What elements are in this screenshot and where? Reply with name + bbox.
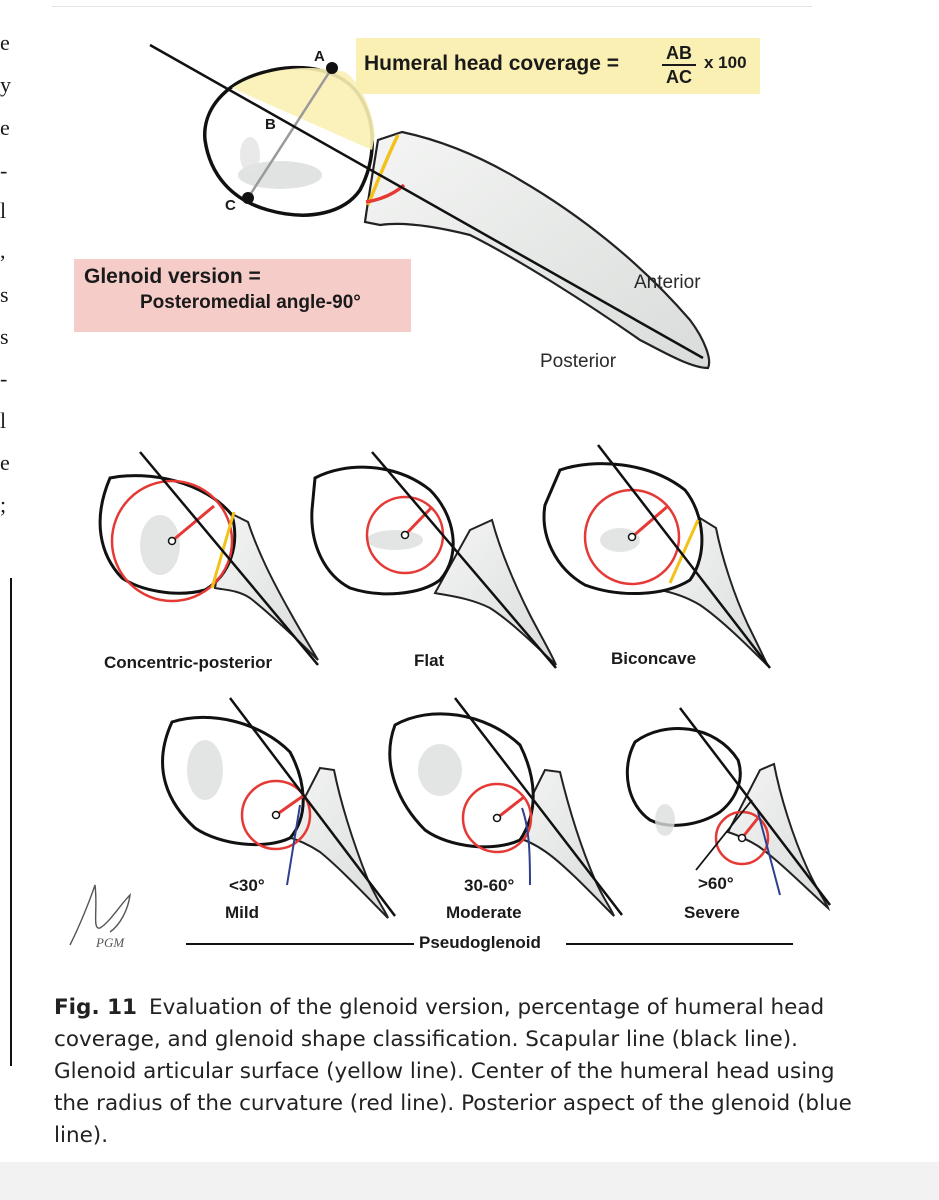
shape-flat [310, 451, 557, 669]
scapular-line [371, 451, 557, 669]
humeral-head [310, 465, 455, 596]
center-point [627, 532, 637, 542]
margin-fragment: - [0, 158, 8, 183]
center-point [271, 810, 281, 820]
label-mild: Mild [225, 903, 259, 922]
main-scapular-line [149, 43, 704, 360]
top-rule [52, 6, 812, 7]
center-point [400, 530, 410, 540]
margin-fragment: - [0, 366, 8, 391]
coverage-multiplier: x 100 [704, 53, 747, 72]
severity-moderate [388, 697, 623, 917]
bone-texture [187, 740, 223, 800]
point-c-marker [242, 192, 254, 204]
center-point [737, 833, 747, 843]
ac-line [246, 67, 334, 199]
anterior-label: Anterior [634, 272, 701, 293]
curvature-circle [461, 782, 533, 854]
posterior-aspect-line [521, 807, 531, 886]
radius-line [275, 794, 304, 817]
label-moderate-angle: 30-60° [464, 876, 515, 895]
label-moderate: Moderate [446, 903, 522, 922]
margin-fragment: s [0, 282, 9, 307]
version-line-2: Posteromedial angle-90° [140, 292, 361, 313]
shape-biconcave [542, 444, 771, 669]
caption-text: Evaluation of the glenoid version, perce… [54, 995, 852, 1148]
coverage-region [232, 67, 375, 150]
radius-line [171, 504, 215, 543]
scapula [433, 518, 557, 666]
fraction-denominator: AC [666, 67, 692, 87]
glenoid-version-box: Glenoid version = Posteromedial angle-90… [74, 259, 411, 332]
bottom-band [0, 1162, 939, 1200]
posterior-label: Posterior [540, 351, 617, 372]
bone-texture [140, 515, 180, 575]
posterior-aspect-line [757, 811, 781, 896]
margin-fragment: y [0, 72, 11, 97]
point-a-marker [326, 62, 338, 74]
margin-fragment: e [0, 115, 10, 140]
radius-line [496, 795, 525, 820]
posterior-aspect-line [286, 804, 301, 886]
label-concentric-posterior: Concentric-posterior [104, 653, 273, 672]
margin-fragment: l [0, 198, 7, 223]
curvature-circle [240, 779, 312, 851]
bone-texture [655, 804, 675, 836]
scapula [213, 510, 319, 661]
articular-surface [668, 519, 700, 584]
label-severe: Severe [684, 903, 740, 922]
fraction-bar [662, 64, 696, 66]
coverage-label: Humeral head coverage = [364, 52, 620, 75]
margin-fragment: , [0, 238, 6, 263]
humeral-head [388, 712, 535, 849]
margin-fragment: s [0, 324, 9, 349]
bone-texture [418, 744, 462, 796]
label-severe-angle: >60° [698, 874, 734, 893]
point-a-label: A [314, 48, 325, 65]
shape-concentric [98, 451, 319, 666]
curvature-circle [110, 479, 234, 603]
main-articular-surface [366, 134, 400, 206]
label-mild-angle: <30° [229, 876, 265, 895]
bone-texture [240, 137, 260, 173]
margin-fragment: e [0, 30, 10, 55]
main-diagram [149, 43, 711, 370]
center-point [492, 813, 502, 823]
fraction-numerator: AB [666, 43, 692, 63]
figure-number: Fig. 11 [54, 995, 138, 1020]
main-scapula [363, 130, 711, 370]
label-pseudoglenoid: Pseudoglenoid [419, 933, 541, 952]
point-c-label: C [225, 197, 236, 214]
radius-line [740, 817, 760, 839]
angle-ray [695, 799, 753, 871]
center-point [167, 536, 177, 546]
label-biconcave: Biconcave [611, 649, 697, 668]
scapular-line [679, 707, 831, 906]
pseudoglenoid-line-right [566, 943, 793, 945]
margin-fragment: e [0, 450, 10, 475]
scapular-line [139, 451, 319, 666]
coverage-fraction: AB AC [662, 43, 696, 87]
severity-severe [625, 707, 831, 912]
point-b-label: B [265, 116, 276, 133]
bone-texture [367, 530, 423, 550]
scapular-line [454, 697, 623, 916]
version-line-1: Glenoid version = [84, 265, 261, 288]
signature-mark [69, 884, 131, 946]
left-margin-rule [10, 578, 12, 1066]
humeral-head [625, 726, 742, 827]
radius-line [403, 505, 434, 537]
signature-initials: PGM [96, 935, 125, 950]
pseudoglenoid-line-left [186, 943, 414, 945]
margin-fragment: l [0, 408, 7, 433]
severity-mild [161, 697, 396, 919]
scapular-line [229, 697, 396, 917]
label-flat: Flat [414, 651, 445, 670]
radius-line [631, 504, 669, 539]
scapular-line [597, 444, 771, 669]
coverage-formula-box: Humeral head coverage = AB AC x 100 [356, 38, 760, 94]
margin-fragment: ; [0, 492, 7, 517]
